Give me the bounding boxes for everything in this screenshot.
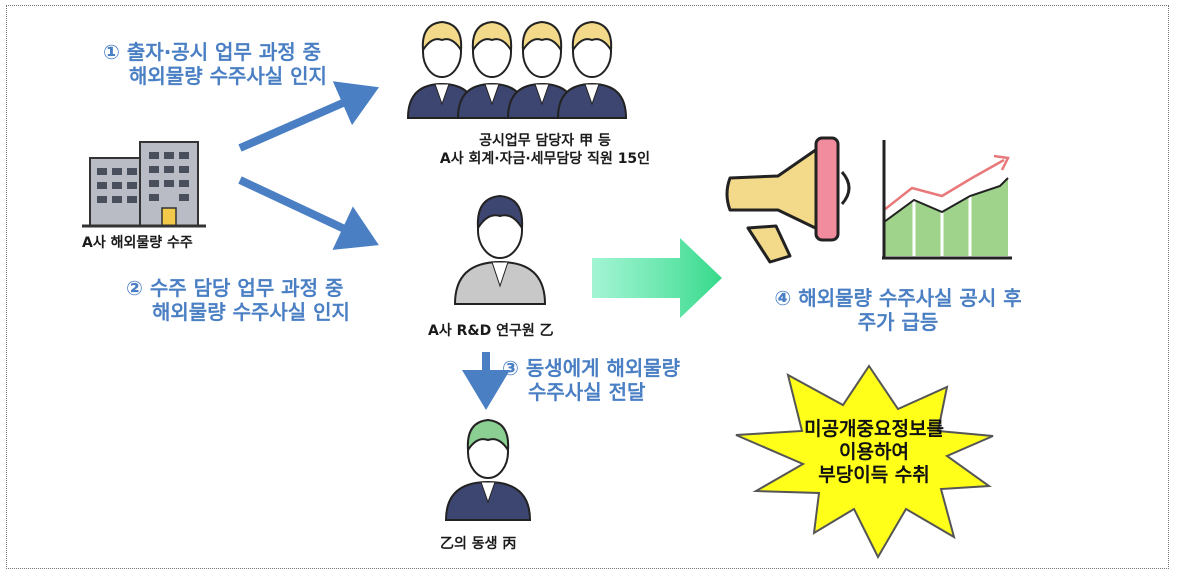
step1-line2: 해외물량 수주사실 인지: [129, 64, 327, 88]
arrow-to-result: [592, 238, 722, 318]
step4-line1: ④ 해외물량 수주사실 공시 후: [774, 286, 1022, 310]
arrow-to-researcher: [238, 176, 379, 250]
alert-starburst: [735, 364, 994, 560]
diagram-frame: [6, 5, 1169, 569]
group-line1: 공시업무 담당자 甲 등: [479, 133, 611, 149]
group-label: 공시업무 담당자 甲 등 A사 회계·자금·세무담당 직원 15인: [420, 132, 670, 168]
megaphone-icon: [725, 136, 851, 264]
company-label: A사 해외물량 수주: [82, 235, 193, 251]
star-line3: 부당이득 수취: [818, 464, 930, 486]
rising-chart-icon: [882, 140, 1012, 260]
step4-line2: 주가 급등: [857, 310, 939, 334]
step2-label: ② 수주 담당 업무 과정 중 해외물량 수주사실 인지: [126, 276, 350, 324]
step3-label: ③ 동생에게 해외물량 수주사실 전달: [502, 356, 680, 404]
researcher-icon: [453, 194, 547, 305]
group-people-icon: [406, 20, 628, 119]
building-icon: [82, 141, 206, 228]
arrow-to-group: [238, 81, 379, 152]
sibling-icon: [444, 418, 532, 521]
star-line2: 이용하여: [839, 441, 909, 463]
group-line2: A사 회계·자금·세무담당 직원 15인: [439, 151, 651, 167]
starburst-text: 미공개중요정보를 이용하여 부당이득 수취: [784, 418, 964, 487]
step1-line1: ① 출자·공시 업무 과정 중: [103, 40, 321, 64]
step4-label: ④ 해외물량 수주사실 공시 후 주가 급등: [740, 286, 1056, 334]
sibling-label: 乙의 동생 丙: [440, 536, 517, 552]
step2-line2: 해외물량 수주사실 인지: [152, 300, 350, 324]
step2-line1: ② 수주 담당 업무 과정 중: [126, 276, 344, 300]
researcher-label: A사 R&D 연구원 乙: [428, 323, 554, 339]
step3-line2: 수주사실 전달: [528, 380, 646, 404]
step1-label: ① 출자·공시 업무 과정 중 해외물량 수주사실 인지: [103, 40, 327, 88]
step3-line1: ③ 동생에게 해외물량: [502, 356, 681, 380]
star-line1: 미공개중요정보를: [804, 418, 944, 440]
